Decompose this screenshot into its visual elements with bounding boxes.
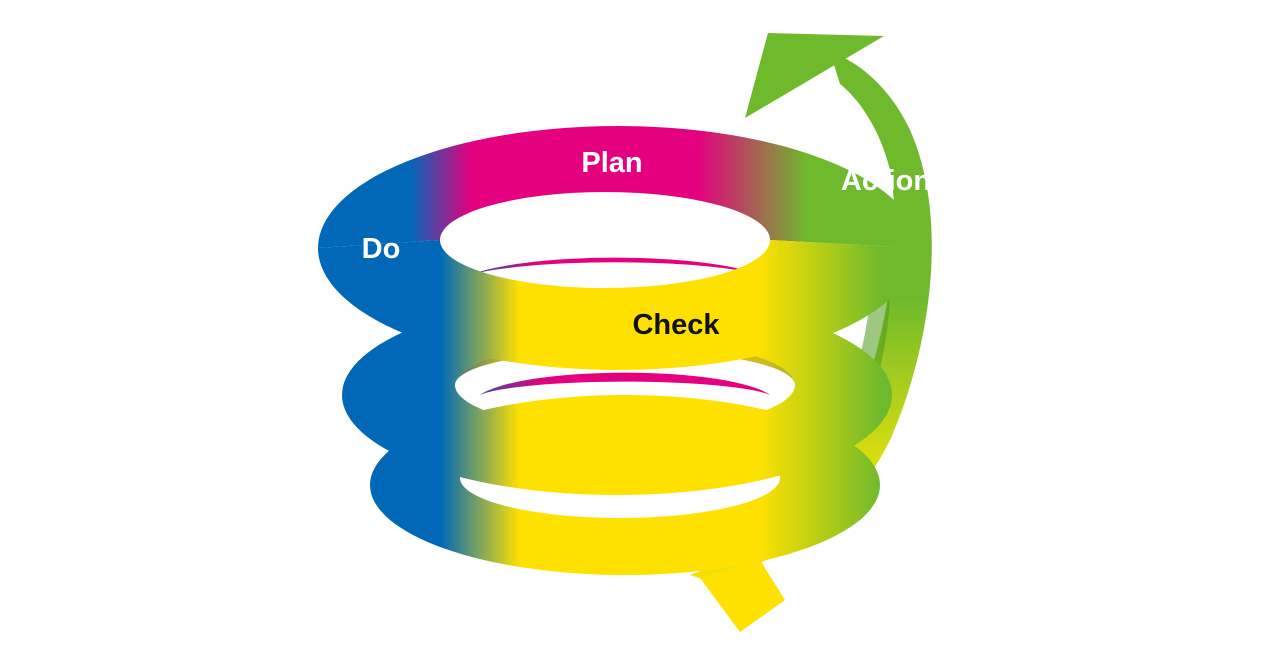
coil-top-inner-band bbox=[470, 257, 760, 275]
label-action: Action bbox=[841, 165, 931, 197]
arrow-shade bbox=[800, 300, 890, 490]
label-check: Check bbox=[632, 309, 720, 341]
coil-top bbox=[318, 126, 918, 370]
coil-middle-inner-band bbox=[480, 372, 770, 395]
label-do: Do bbox=[362, 233, 401, 265]
arrow-tail bbox=[700, 560, 785, 632]
label-plan: Plan bbox=[581, 147, 642, 179]
arrow-head bbox=[745, 33, 884, 118]
action-arrow bbox=[690, 33, 932, 632]
arrow-shaft bbox=[690, 52, 932, 580]
coil-top-back-half bbox=[318, 126, 918, 248]
coil-top-front-half bbox=[318, 240, 918, 370]
